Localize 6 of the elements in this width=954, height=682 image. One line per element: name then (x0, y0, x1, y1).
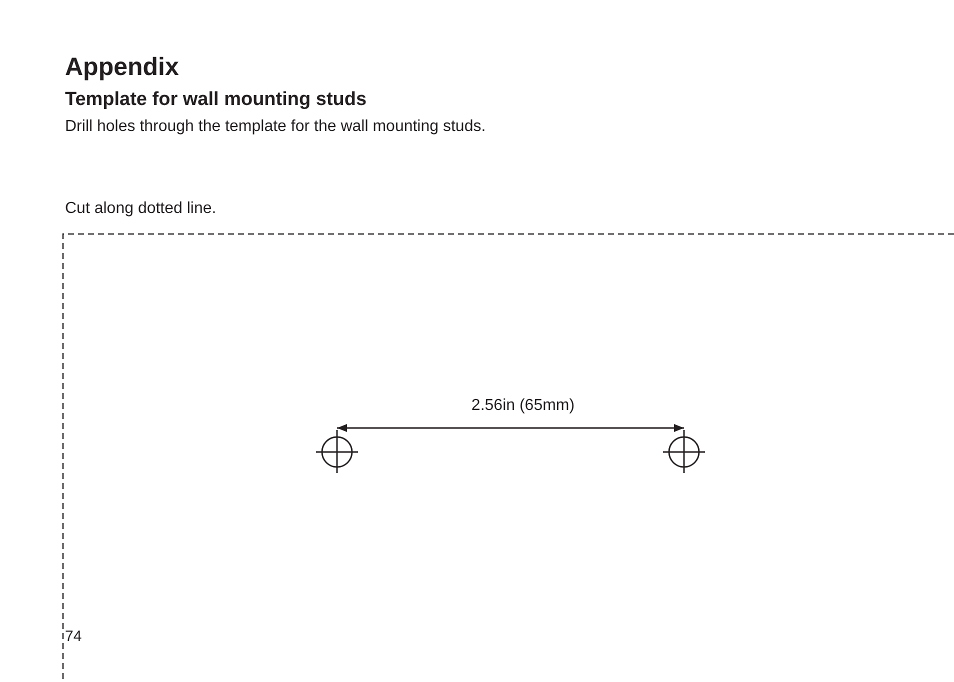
instruction-text: Drill holes through the template for the wall mounting studs. (65, 119, 486, 135)
section-heading: Template for wall mounting studs (65, 90, 367, 109)
dimension-label: 2.56in (65mm) (471, 398, 575, 414)
page-title: Appendix (65, 55, 179, 80)
instruction-text: Cut along dotted line. (65, 201, 216, 217)
page-number: 74 (65, 629, 82, 644)
